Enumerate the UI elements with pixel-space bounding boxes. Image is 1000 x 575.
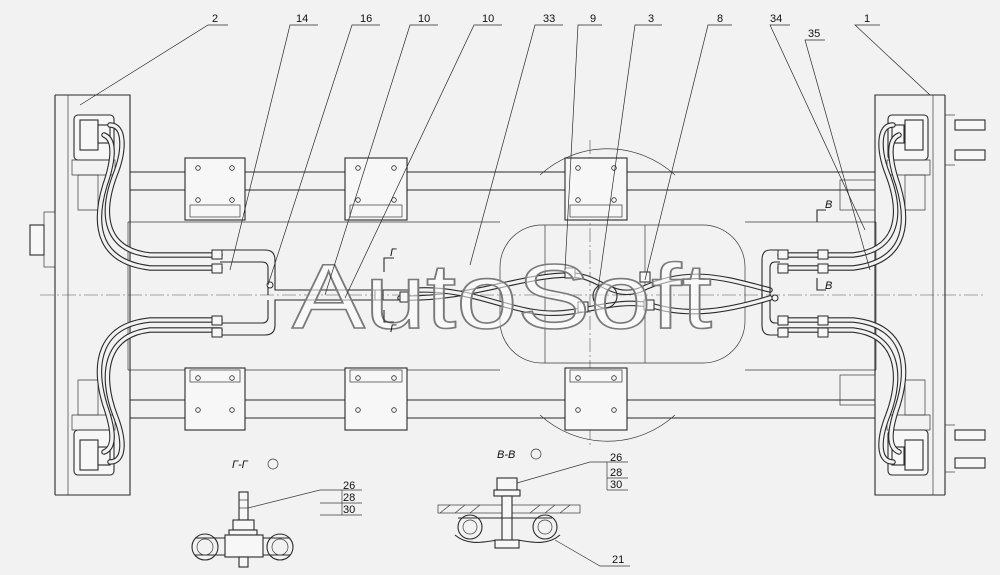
callout-33: 33	[543, 13, 555, 25]
right-wheelset	[839, 94, 986, 496]
section-gg-detail: Г-Г 26 28 30	[191, 458, 362, 568]
section-gg-label-28: 28	[343, 492, 355, 504]
rigid-pipes	[211, 249, 829, 338]
callout-numbers: 2 14 16 10 10 33 9 3 8 34 35 1	[212, 13, 870, 40]
section-v-marker-bottom: В	[825, 280, 832, 292]
callout-2: 2	[212, 13, 218, 25]
callout-35: 35	[808, 28, 820, 40]
section-vv-label-28: 28	[610, 467, 622, 479]
section-v-marker-top: В	[825, 199, 832, 211]
callout-leaders	[79, 24, 931, 299]
section-g-marker-top: Г	[390, 247, 397, 259]
section-vv-title: В-В	[497, 449, 515, 461]
callout-14: 14	[296, 13, 308, 25]
side-bearer-pads	[184, 157, 628, 431]
callout-10a: 10	[418, 13, 430, 25]
callout-34: 34	[770, 13, 782, 25]
section-vv-detail: В-В 26 28 30 21	[437, 448, 630, 567]
section-gg-label-30: 30	[343, 504, 355, 516]
section-vv-label-26: 26	[610, 452, 622, 464]
callout-16: 16	[360, 13, 372, 25]
callout-10b: 10	[482, 13, 494, 25]
callout-3: 3	[648, 13, 654, 25]
callout-9: 9	[590, 13, 596, 25]
section-gg-label-26: 26	[343, 480, 355, 492]
section-markers: Г Г В В	[383, 199, 832, 335]
watermark: AutoSoft	[292, 246, 712, 348]
callout-8: 8	[717, 13, 723, 25]
section-g-marker-bottom: Г	[390, 323, 397, 335]
left-wheelset	[29, 94, 131, 496]
callout-1: 1	[864, 13, 870, 25]
section-gg-title: Г-Г	[232, 459, 249, 471]
section-vv-label-30: 30	[610, 479, 622, 491]
callout-21: 21	[612, 554, 624, 566]
